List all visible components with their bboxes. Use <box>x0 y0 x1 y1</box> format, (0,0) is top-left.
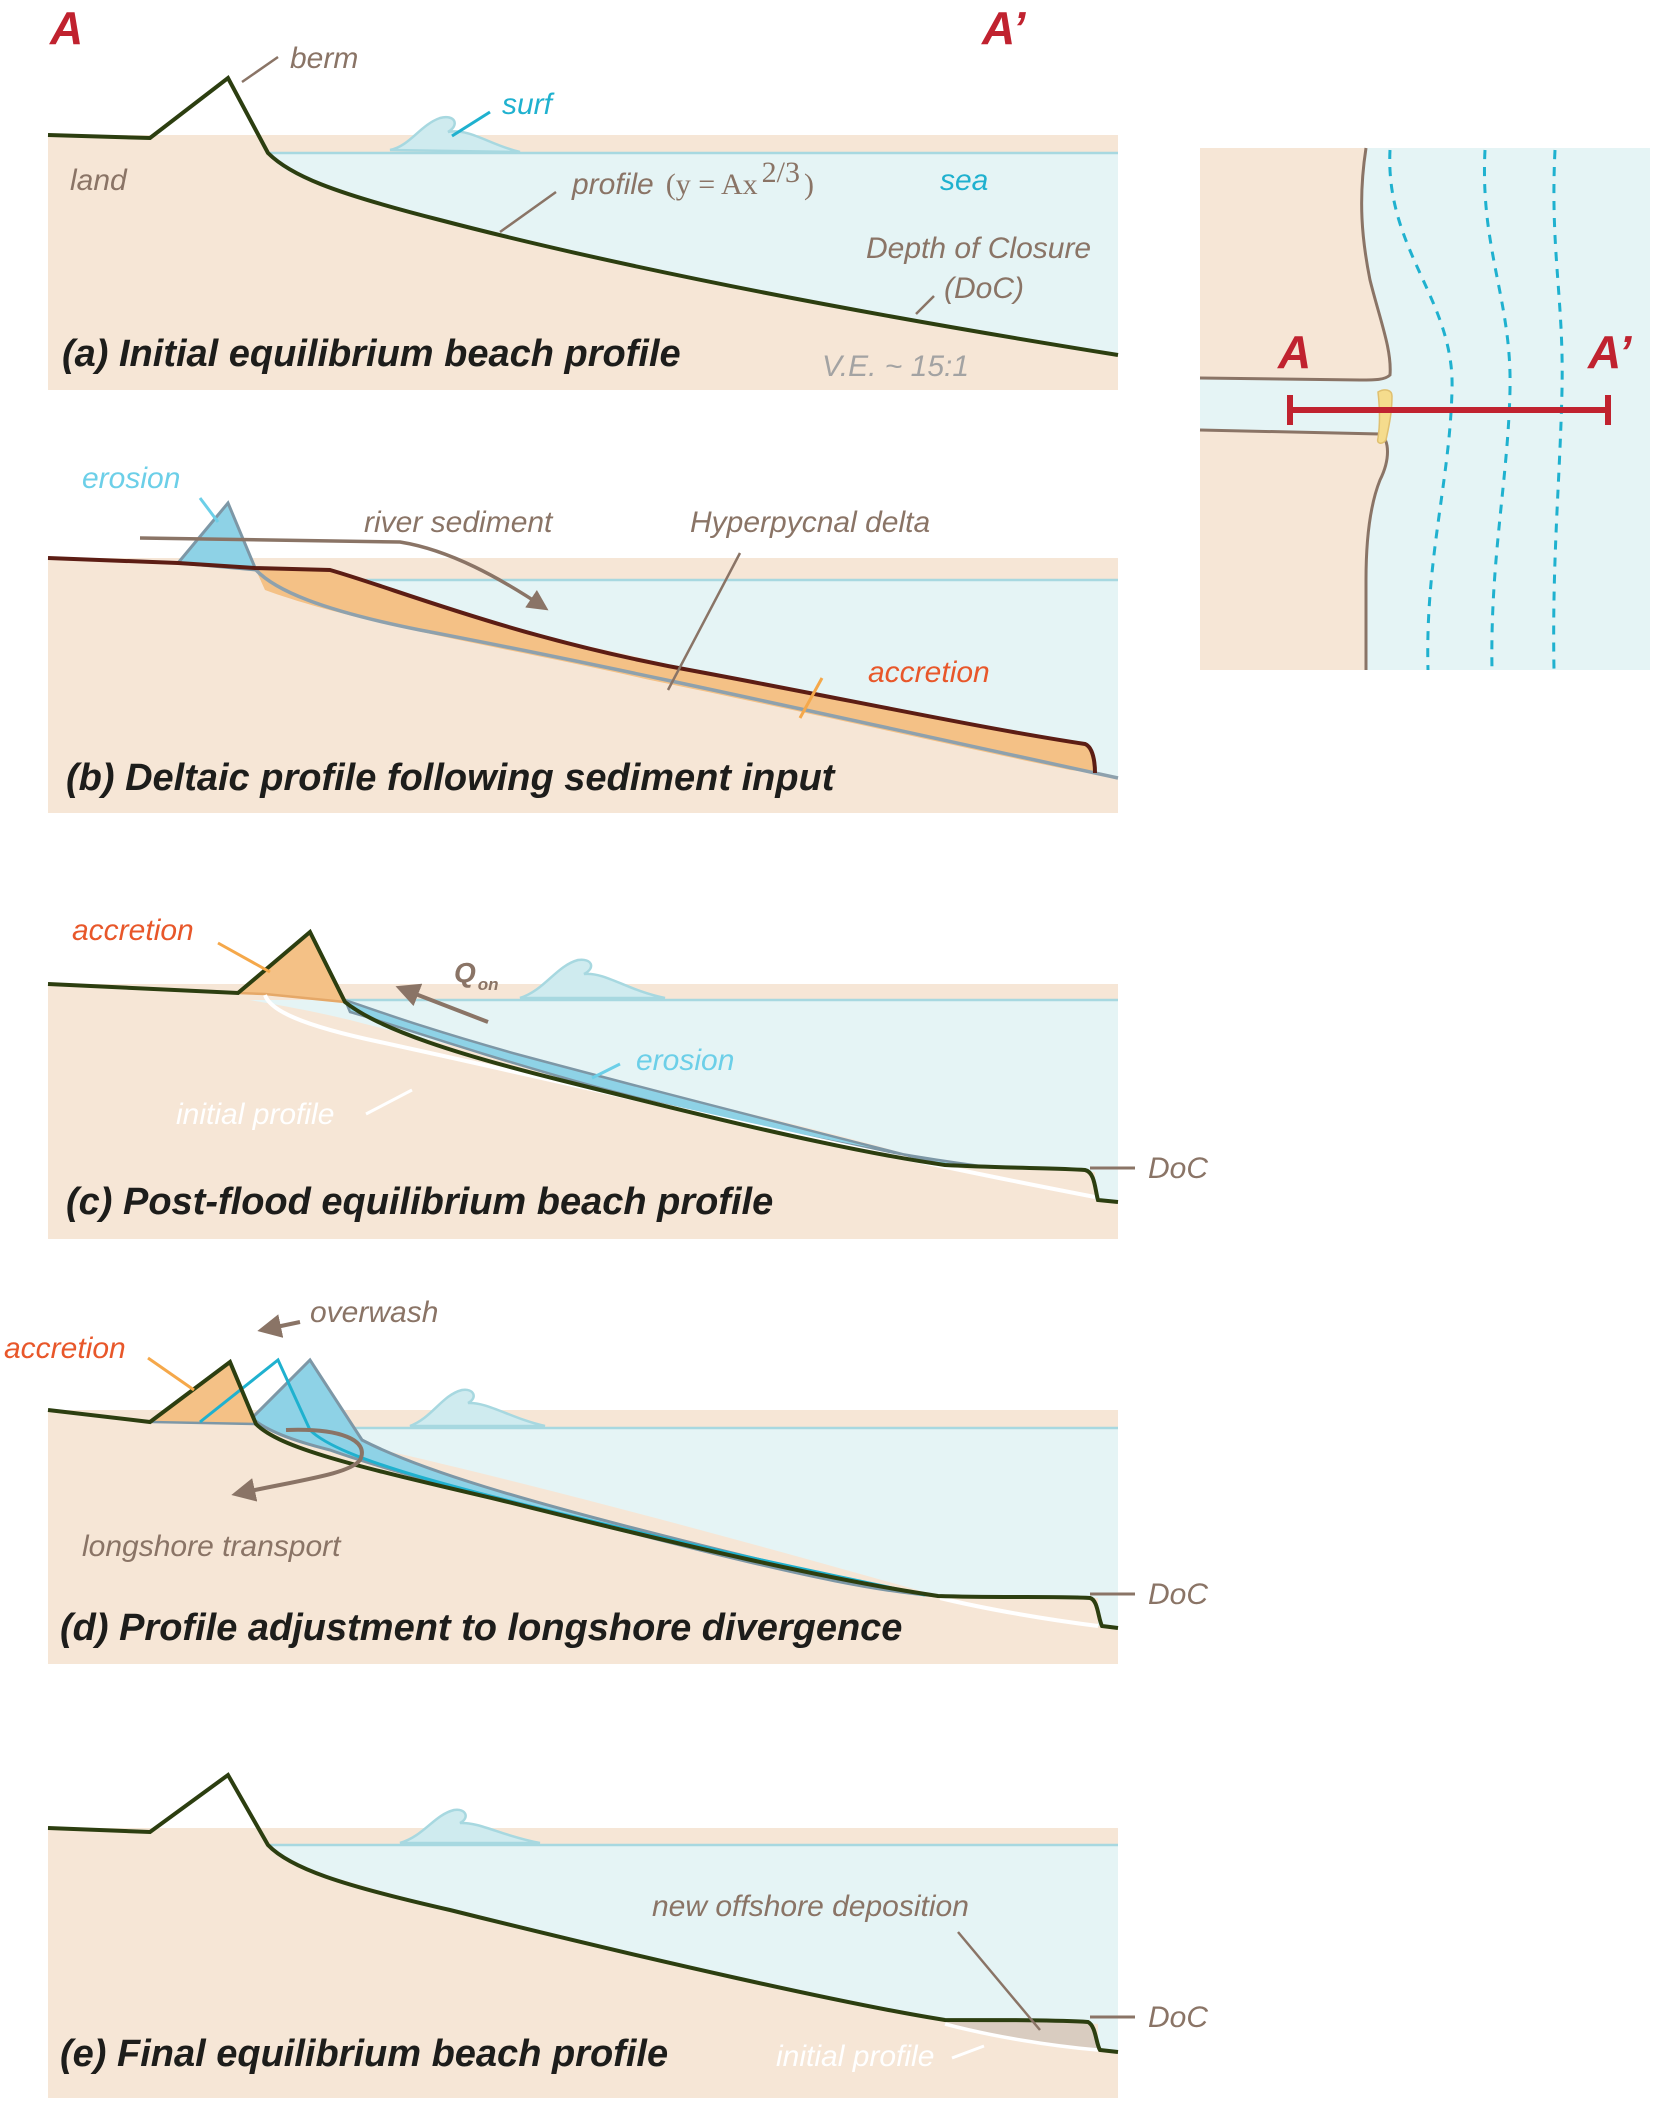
panel-d-initial-profile-line <box>939 1596 1099 1628</box>
surf-leader <box>451 110 491 138</box>
section-marker-a: A <box>49 2 83 54</box>
panel-b-accretion-label: accretion <box>868 656 990 689</box>
erosion-leader <box>198 497 220 523</box>
panel-a-profile-line <box>47 74 1119 357</box>
vertical-exaggeration-label: V.E. ~ 15:1 <box>822 350 969 383</box>
panel-a: berm surf land sea profile (y = Ax 2/3 )… <box>47 42 1119 390</box>
panel-c-title: (c) Post-flood equilibrium beach profile <box>66 1181 773 1223</box>
map-land-north <box>1200 148 1390 380</box>
berm-leader <box>241 55 279 84</box>
panel-c-sea <box>250 1000 1118 1202</box>
longshore-transport-label: longshore transport <box>82 1530 342 1563</box>
panel-e-profile-line <box>47 1772 1119 2054</box>
hyperpycnal-leader <box>666 552 742 691</box>
overwash-label: overwash <box>310 1296 438 1329</box>
panel-c-doc-label: DoC <box>1148 1152 1208 1185</box>
surf-label: surf <box>502 88 555 121</box>
panel-e-sea <box>270 1845 1118 2052</box>
profile-leader <box>499 190 557 234</box>
panel-e-initial-profile-line <box>944 2022 1099 2052</box>
profile-label: profile (y = Ax 2/3 ) <box>571 156 814 201</box>
panel-d-accretion-label: accretion <box>4 1332 126 1365</box>
panel-a-sea <box>268 153 1118 355</box>
doc-label-line1: Depth of Closure <box>866 232 1091 265</box>
panel-e-doc-label: DoC <box>1148 2001 1208 2034</box>
panel-d-accretion-leader <box>147 1356 195 1392</box>
map-marker-a-prime: A’ <box>1587 326 1633 378</box>
panel-e: new offshore deposition initial profile … <box>47 1772 1208 2098</box>
map-shoreline-south <box>1199 428 1389 670</box>
panel-d-title: (d) Profile adjustment to longshore dive… <box>60 1607 902 1649</box>
panel-b: erosion river sediment Hyperpycnal delta… <box>47 462 1119 813</box>
longshore-transport-arrow <box>231 1427 364 1502</box>
panel-c-initial-profile-leader <box>365 1088 413 1116</box>
panel-e-title: (e) Final equilibrium beach profile <box>60 2033 668 2075</box>
panel-d-sea <box>355 1428 1118 1628</box>
new-offshore-deposition-label: new offshore deposition <box>652 1890 969 1923</box>
overwash-arrow <box>257 1314 301 1338</box>
panel-c-accretion-label: accretion <box>72 914 194 947</box>
panel-b-accretion-fill <box>255 568 1095 773</box>
panel-c-accretion-leader <box>217 941 271 974</box>
river-sediment-arrow <box>139 536 549 611</box>
panel-b-initial-profile-line <box>254 568 1119 780</box>
panel-d-wave-icon <box>409 1388 546 1428</box>
panel-e-initial-profile-leader <box>951 2044 985 2060</box>
land-label: land <box>70 164 128 197</box>
panel-a-title: (a) Initial equilibrium beach profile <box>62 333 681 375</box>
panel-c-initial-profile-label: initial profile <box>176 1098 334 1131</box>
new-offshore-deposition-leader <box>957 1931 1041 2031</box>
panel-c-erosion-label: erosion <box>636 1044 734 1077</box>
berm-label: berm <box>290 42 358 75</box>
panel-d-profile-line <box>47 1358 1119 1630</box>
map-contour-3 <box>1552 149 1564 671</box>
panel-b-title: (b) Deltaic profile following sediment i… <box>66 757 836 799</box>
panel-b-delta-profile-line <box>47 556 1097 774</box>
panel-b-erosion-label: erosion <box>82 462 180 495</box>
onshore-transport-arrow <box>395 983 489 1024</box>
panel-d: overwash accretion longshore transport D… <box>4 1296 1208 1664</box>
doc-leader <box>915 295 935 315</box>
panel-e-new-deposition-fill <box>945 2020 1098 2050</box>
river-sediment-label: river sediment <box>364 506 554 539</box>
hyperpycnal-delta-label: Hyperpycnal delta <box>690 506 930 539</box>
map-shoreline-north <box>1199 147 1392 382</box>
panel-b-erosion-fill <box>175 500 259 572</box>
panel-e-wave-icon <box>399 1808 541 1845</box>
panel-c-wave-icon <box>519 958 666 1000</box>
section-marker-a-prime: A’ <box>981 2 1027 54</box>
map-contour-2 <box>1482 149 1512 671</box>
map-marker-a: A <box>1277 326 1311 378</box>
panel-d-doc-label: DoC <box>1148 1578 1208 1611</box>
panel-c: accretion Q on erosion initial profile D… <box>47 914 1208 1239</box>
onshore-transport-label: Q on <box>454 957 499 994</box>
panel-b-sea <box>260 580 1118 778</box>
panel-c-profile-line <box>47 928 1119 1204</box>
panel-e-initial-profile-label: initial profile <box>776 2040 934 2073</box>
map-land-south <box>1200 430 1388 670</box>
sea-label: sea <box>940 164 988 197</box>
map-inset: A A’ <box>1199 147 1650 671</box>
accretion-leader <box>798 677 824 719</box>
map-river-mouth-bar <box>1376 389 1393 444</box>
doc-label-line2: (DoC) <box>944 272 1024 305</box>
panel-c-erosion-leader <box>591 1062 621 1080</box>
